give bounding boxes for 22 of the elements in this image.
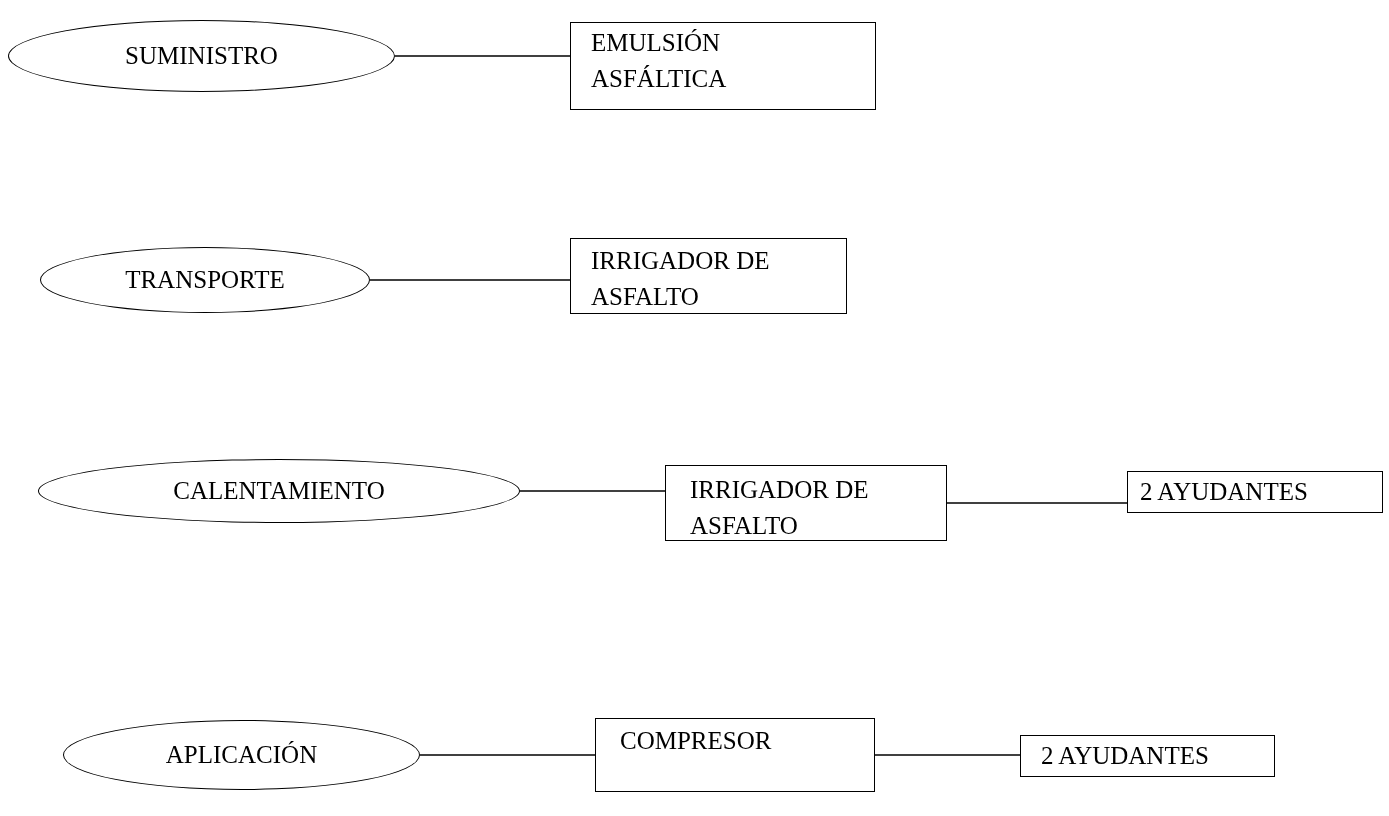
node-label: 2 AYUDANTES (1140, 477, 1309, 507)
node-label: COMPRESOR (620, 726, 773, 756)
connector-line (369, 279, 571, 281)
process-box (1020, 735, 1275, 777)
node-label: IRRIGADOR DE ASFALTO (690, 475, 870, 541)
node-label: CALENTAMIENTO (173, 476, 385, 506)
node-label: TRANSPORTE (125, 265, 285, 295)
process-box (595, 718, 875, 792)
process-box (1127, 471, 1383, 513)
connector-line (946, 502, 1128, 504)
node-label: 2 AYUDANTES (1041, 741, 1210, 771)
connector-line (519, 490, 666, 492)
node-label: SUMINISTRO (125, 41, 278, 71)
connector-line (419, 754, 596, 756)
connector-line (874, 754, 1021, 756)
process-box (665, 465, 947, 541)
connector-line (394, 55, 571, 57)
node-label: EMULSIÓN ASFÁLTICA (591, 28, 728, 94)
process-box (570, 22, 876, 110)
node-label: APLICACIÓN (165, 740, 318, 770)
node-label: IRRIGADOR DE ASFALTO (591, 246, 771, 312)
process-box (570, 238, 847, 314)
